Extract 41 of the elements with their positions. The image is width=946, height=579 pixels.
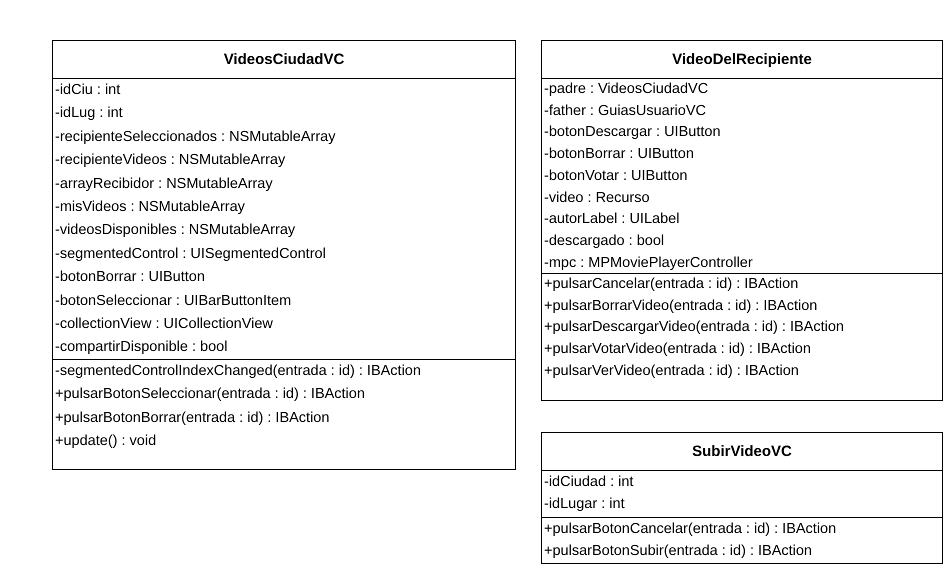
- member-text: -recipienteVideos : NSMutableArray: [54, 151, 286, 170]
- member-text: +pulsarDescargarVideo(entrada : id) : IBAction: [543, 318, 845, 338]
- member-text: -botonSeleccionar : UIBarButtonItem: [54, 292, 292, 311]
- member-text: -autorLabel : UILabel: [543, 210, 680, 230]
- member-text: -botonDescargar : UIButton: [543, 123, 722, 142]
- member-text: +update() : void: [54, 432, 158, 452]
- member-text: -descargado : bool: [543, 232, 666, 251]
- member-text: -idCiu : int: [54, 81, 122, 100]
- member-text: -misVideos : NSMutableArray: [54, 198, 246, 218]
- class-name: VideoDelRecipiente: [671, 50, 813, 70]
- member-text: -father : GuiasUsuarioVC: [543, 102, 707, 121]
- class-name: VideosCiudadVC: [222, 50, 346, 70]
- member-text: -idLugar : int: [543, 495, 626, 514]
- class-box: [52, 40, 516, 470]
- member-text: -idCiudad : int: [543, 473, 634, 492]
- member-text: -segmentedControlIndexChanged(entrada : id) : IBAction: [54, 362, 422, 381]
- member-text: -recipienteSeleccionados : NSMutableArray: [54, 128, 336, 147]
- member-text: -botonBorrar : UIButton: [54, 268, 206, 288]
- member-text: -videosDisponibles : NSMutableArray: [54, 221, 296, 240]
- member-text: +pulsarBotonBorrar(entrada : id) : IBAction: [54, 408, 330, 428]
- member-text: +pulsarBotonSubir(entrada : id) : IBAction: [543, 542, 813, 561]
- member-text: -compartirDisponible : bool: [54, 338, 228, 358]
- member-text: -idLug : int: [54, 104, 124, 124]
- member-text: +pulsarCancelar(entrada : id) : IBAction: [543, 275, 800, 294]
- member-text: +pulsarVotarVideo(entrada : id) : IBAction: [543, 340, 812, 360]
- member-text: -collectionView : UICollectionView: [54, 315, 274, 334]
- member-text: -padre : VideosCiudadVC: [543, 80, 710, 99]
- member-text: -botonBorrar : UIButton: [543, 145, 695, 164]
- member-text: -video : Recurso: [543, 188, 651, 208]
- member-text: +pulsarBorrarVideo(entrada : id) : IBAction: [543, 296, 818, 316]
- member-text: -botonVotar : UIButton: [543, 166, 688, 186]
- member-text: -arrayRecibidor : NSMutableArray: [54, 174, 274, 194]
- class-box: [541, 40, 943, 401]
- class-compartment: [542, 78, 942, 273]
- class-name: SubirVideoVC: [691, 442, 793, 462]
- member-text: +pulsarBotonSeleccionar(entrada : id) : IBAction: [54, 385, 366, 404]
- member-text: +pulsarBotonCancelar(entrada : id) : IBAction: [543, 520, 838, 539]
- member-text: -mpc : MPMoviePlayerController: [543, 254, 754, 273]
- member-text: -segmentedControl : UISegmentedControl: [54, 244, 327, 264]
- class-box: [541, 432, 943, 564]
- member-text: +pulsarVerVideo(entrada : id) : IBAction: [543, 362, 800, 381]
